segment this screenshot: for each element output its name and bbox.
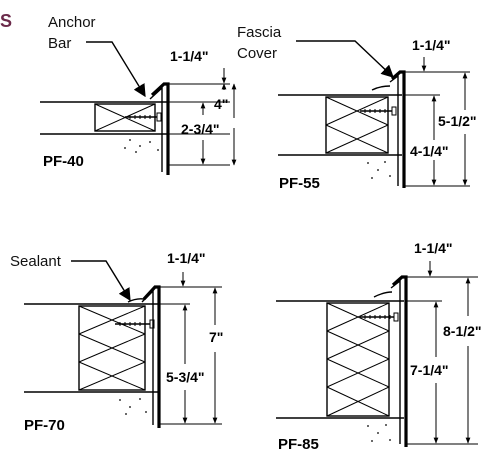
- fascia-face: [389, 70, 406, 188]
- anchor-screw: [125, 112, 162, 122]
- anchor-bar-leader: [86, 41, 146, 98]
- profile-pf-55: 1-1/4" 5-1/2" 4-1/4" PF-55: [278, 37, 477, 192]
- wood-nailer: [326, 302, 390, 417]
- profile-pf-70: 1-1/4" 7" 5-3/4" PF-70: [24, 250, 223, 434]
- fascia-cover-callout-line1: Fascia: [237, 24, 282, 41]
- concrete-stipple: [119, 398, 147, 415]
- sealant-bead: [127, 298, 145, 303]
- pf-40-wood-dim: 2-3/4": [181, 121, 220, 137]
- pf-55-wood-dim: 4-1/4": [410, 143, 449, 159]
- anchor-bar-callout-line1: Anchor: [48, 14, 96, 31]
- pf-85-model: PF-85: [278, 436, 319, 453]
- anchor-bar-callout-line2: Bar: [48, 35, 71, 52]
- sealant-callout: Sealant: [10, 253, 62, 270]
- dimension-lines: [159, 272, 222, 425]
- pf-40-model: PF-40: [43, 153, 84, 170]
- wood-nailer: [78, 305, 146, 391]
- dimension-lines: [168, 68, 237, 166]
- sealant-leader: [71, 260, 131, 302]
- concrete-stipple: [124, 139, 159, 153]
- dimension-lines: [406, 261, 478, 445]
- anchor-screw: [115, 319, 155, 329]
- pf-70-top-dim: 1-1/4": [167, 250, 206, 266]
- pf-70-face-dim: 7": [209, 329, 223, 345]
- fascia-clip: [371, 85, 391, 91]
- fascia-clip: [373, 291, 393, 298]
- fascia-face: [390, 275, 408, 447]
- fascia-cover-leader: [296, 40, 394, 78]
- profile-pf-40: 1-1/4" 4" 2-3/4" PF-40: [40, 48, 237, 175]
- header-fragment: S: [0, 11, 12, 31]
- pf-70-wood-dim: 5-3/4": [166, 369, 205, 385]
- pf-55-face-dim: 5-1/2": [438, 113, 477, 129]
- pf-85-wood-dim: 7-1/4": [410, 362, 449, 378]
- pf-55-model: PF-55: [279, 175, 320, 192]
- concrete-stipple: [367, 424, 391, 442]
- profile-pf-85: 1-1/4" 8-1/2" 7-1/4" PF-85: [276, 240, 482, 453]
- fascia-face: [141, 285, 161, 428]
- pf-40-top-dim: 1-1/4": [170, 48, 209, 64]
- fascia-cover-callout-line2: Cover: [237, 45, 277, 62]
- dimension-lines: [404, 57, 470, 187]
- pf-85-face-dim: 8-1/2": [443, 323, 482, 339]
- pf-40-face-dim: 4": [214, 96, 228, 112]
- anchor-screw: [360, 106, 397, 116]
- pf-85-top-dim: 1-1/4": [414, 240, 453, 256]
- anchor-screw: [360, 312, 399, 322]
- concrete-stipple: [367, 161, 391, 179]
- pf-55-top-dim: 1-1/4": [412, 37, 451, 53]
- pf-70-model: PF-70: [24, 417, 65, 434]
- fascia-face: [149, 82, 170, 175]
- wood-nailer: [325, 96, 389, 154]
